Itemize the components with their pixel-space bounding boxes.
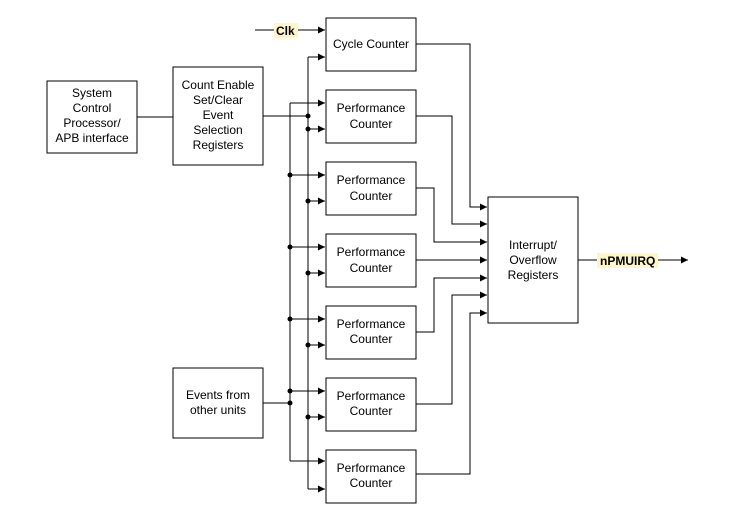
perf-counter-6-line-2: Counter (350, 476, 393, 490)
count-enable-line-2: Set/Clear (193, 93, 243, 107)
perf-counter-4-line-2: Counter (350, 332, 393, 346)
perf-counter-3-line-2: Counter (350, 261, 393, 275)
npmuirq-signal: nPMUIRQ (578, 253, 688, 268)
perf-counter-3-line-1: Performance (337, 245, 406, 259)
perf-counter-1-line-1: Performance (337, 101, 406, 115)
system-control-line-1: System (72, 86, 112, 100)
perf-counter-5-line-1: Performance (337, 389, 406, 403)
count-enable-line-1: Count Enable (182, 78, 255, 92)
perf-counter-4-line-1: Performance (337, 317, 406, 331)
count-enable-line-3: Event (203, 108, 234, 122)
performance-counter-2: Performance Counter (325, 161, 417, 216)
interrupt-line-2: Overflow (509, 253, 557, 267)
events-other-line-2: other units (190, 403, 246, 417)
system-control-line-2: Control (73, 101, 112, 115)
clk-signal: Clk (255, 23, 325, 38)
performance-counter-3: Performance Counter (325, 233, 417, 288)
count-enable-block: Count Enable Set/Clear Event Selection R… (172, 66, 264, 166)
events-bus (263, 103, 291, 461)
perf-counter-2-line-1: Performance (337, 173, 406, 187)
events-other-units-block: Events from other units (172, 367, 264, 439)
perf-counter-2-line-2: Counter (350, 189, 393, 203)
count-enable-line-4: Selection (193, 123, 242, 137)
system-control-line-4: APB interface (55, 131, 129, 145)
performance-counter-5: Performance Counter (325, 377, 417, 432)
system-control-block: System Control Processor/ APB interface (46, 80, 138, 154)
performance-counter-6: Performance Counter (325, 449, 417, 504)
interrupt-line-3: Registers (508, 268, 559, 282)
cycle-counter-label: Cycle Counter (333, 37, 409, 51)
system-control-line-3: Processor/ (63, 116, 121, 130)
count-enable-line-5: Registers (193, 138, 244, 152)
counter-input-arrows (290, 53, 325, 493)
performance-counter-4: Performance Counter (325, 305, 417, 360)
performance-counter-1: Performance Counter (325, 89, 417, 144)
npmuirq-label: nPMUIRQ (600, 254, 655, 268)
perf-counter-1-line-2: Counter (350, 117, 393, 131)
events-other-line-1: Events from (186, 388, 250, 402)
perf-counter-5-line-2: Counter (350, 404, 393, 418)
count-enable-bus (263, 57, 309, 489)
junction-dots (287, 113, 311, 420)
cycle-counter-block: Cycle Counter (325, 17, 417, 72)
perf-counter-6-line-1: Performance (337, 461, 406, 475)
counter-output-wires (416, 43, 487, 475)
clk-label: Clk (276, 24, 295, 38)
interrupt-overflow-block: Interrupt/ Overflow Registers (487, 196, 579, 324)
interrupt-line-1: Interrupt/ (509, 238, 558, 252)
